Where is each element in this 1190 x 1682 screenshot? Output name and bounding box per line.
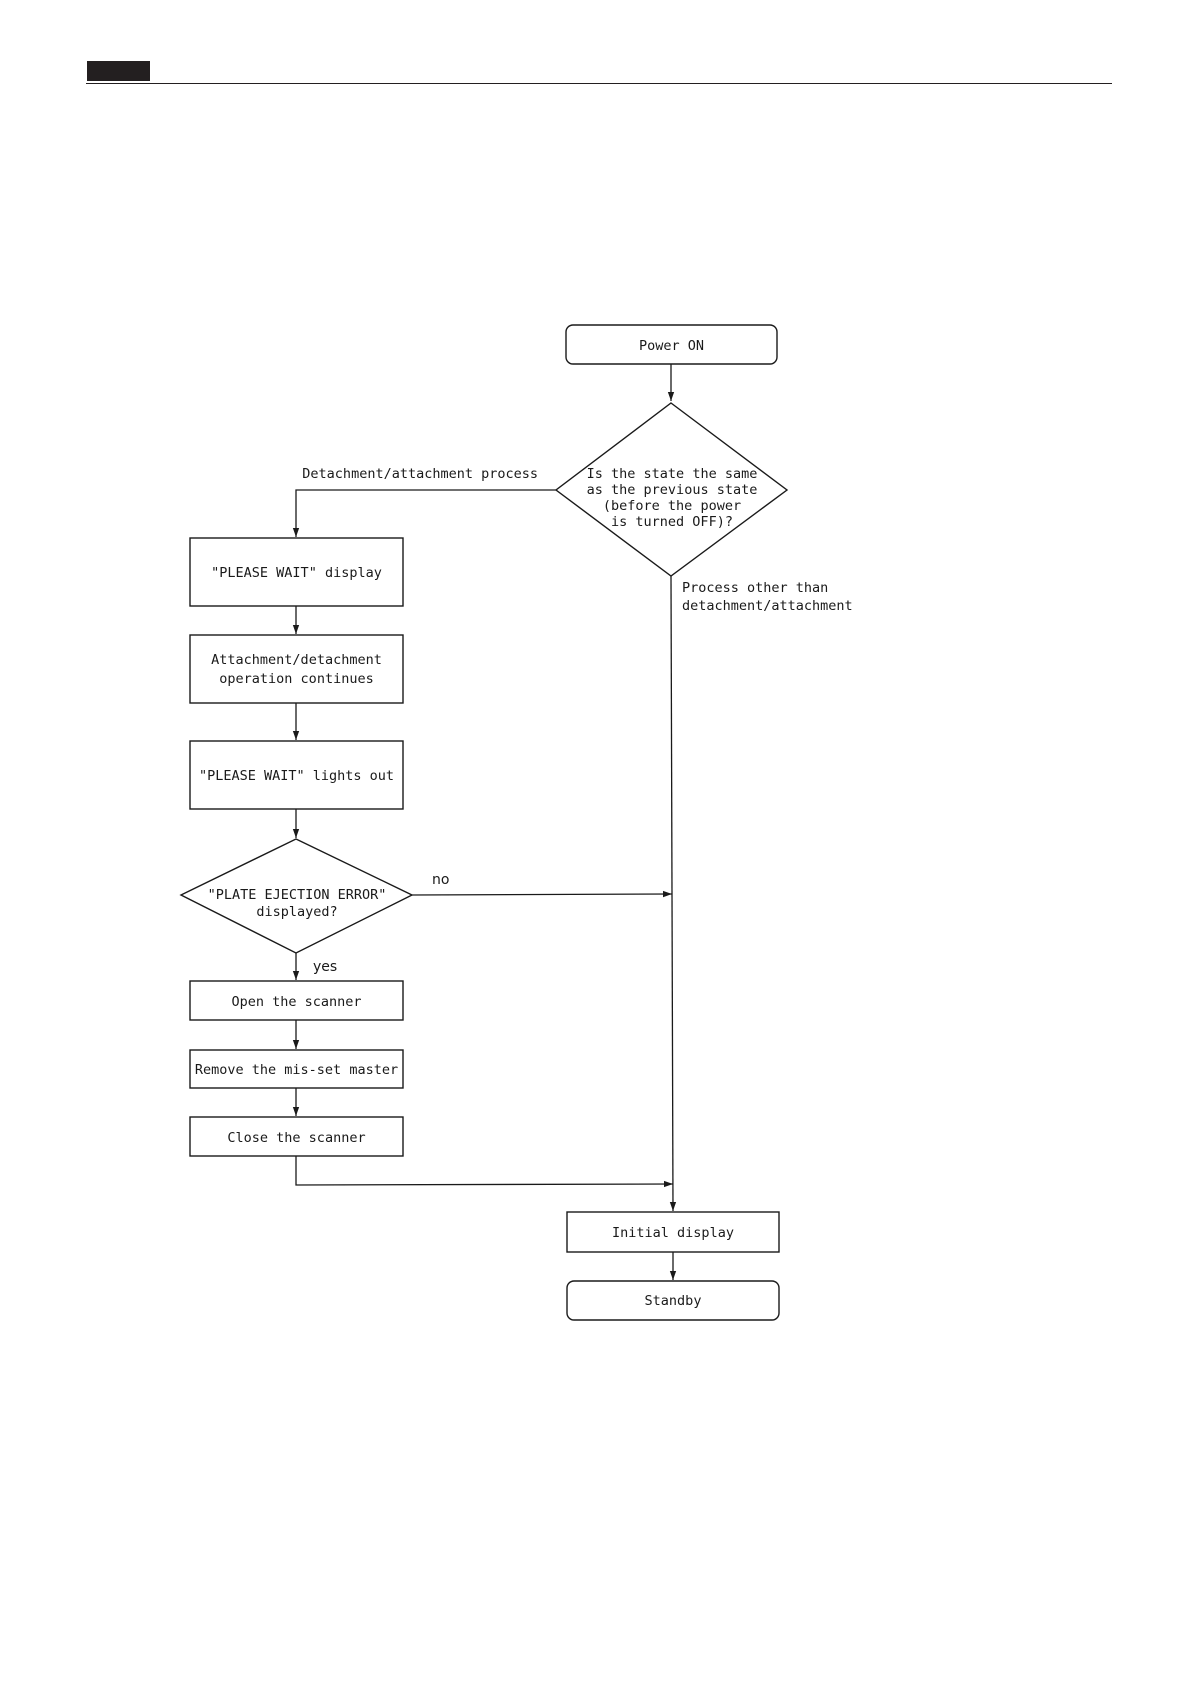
node-open-scanner: Open the scanner <box>189 980 404 1021</box>
connector-check-to-initial <box>669 575 677 1212</box>
operation-continues-line-1: Attachment/detachment <box>211 652 382 668</box>
please-wait-out-label: "PLEASE WAIT" lights out <box>199 768 394 784</box>
other-process-line-1: Process other than <box>682 580 828 596</box>
node-operation-continues: Attachment/detachment operation continue… <box>189 634 404 704</box>
yes-label: yes <box>313 959 337 975</box>
node-remove-master: Remove the mis-set master <box>189 1049 404 1089</box>
node-standby: Standby <box>566 1280 780 1321</box>
node-please-wait-display: "PLEASE WAIT" display <box>189 537 404 607</box>
header-rule <box>86 83 1112 84</box>
header-tab <box>87 61 150 81</box>
state-check-line-2: as the previous state <box>587 482 758 498</box>
connector-check-to-please-wait <box>292 489 556 537</box>
operation-continues-line-2: operation continues <box>219 671 373 687</box>
node-plate-error-check: "PLATE EJECTION ERROR" displayed? <box>179 838 414 954</box>
no-label: no <box>432 872 449 888</box>
node-please-wait-out: "PLEASE WAIT" lights out <box>189 740 404 810</box>
plate-error-line-2: displayed? <box>256 904 337 920</box>
connectors <box>292 364 677 1280</box>
remove-master-label: Remove the mis-set master <box>195 1062 398 1078</box>
initial-display-label: Initial display <box>612 1225 734 1241</box>
state-check-line-1: Is the state the same <box>587 466 758 482</box>
close-scanner-label: Close the scanner <box>227 1130 365 1146</box>
state-check-line-3: (before the power <box>603 498 741 514</box>
please-wait-display-label: "PLEASE WAIT" display <box>211 565 382 581</box>
detach-process-label: Detachment/attachment process <box>302 466 538 482</box>
node-close-scanner: Close the scanner <box>189 1116 404 1157</box>
state-check-line-4: is turned OFF)? <box>611 514 733 530</box>
other-process-line-2: detachment/attachment <box>682 598 853 614</box>
connector-error-check-no <box>411 890 673 898</box>
node-state-check: Is the state the same as the previous st… <box>554 402 789 577</box>
open-scanner-label: Open the scanner <box>231 994 361 1010</box>
standby-label: Standby <box>645 1293 702 1309</box>
node-initial-display: Initial display <box>566 1211 780 1253</box>
power-on-label: Power ON <box>639 338 704 354</box>
node-power-on: Power ON <box>565 324 778 365</box>
plate-error-line-1: "PLATE EJECTION ERROR" <box>208 887 387 903</box>
connector-close-to-main <box>295 1156 674 1188</box>
